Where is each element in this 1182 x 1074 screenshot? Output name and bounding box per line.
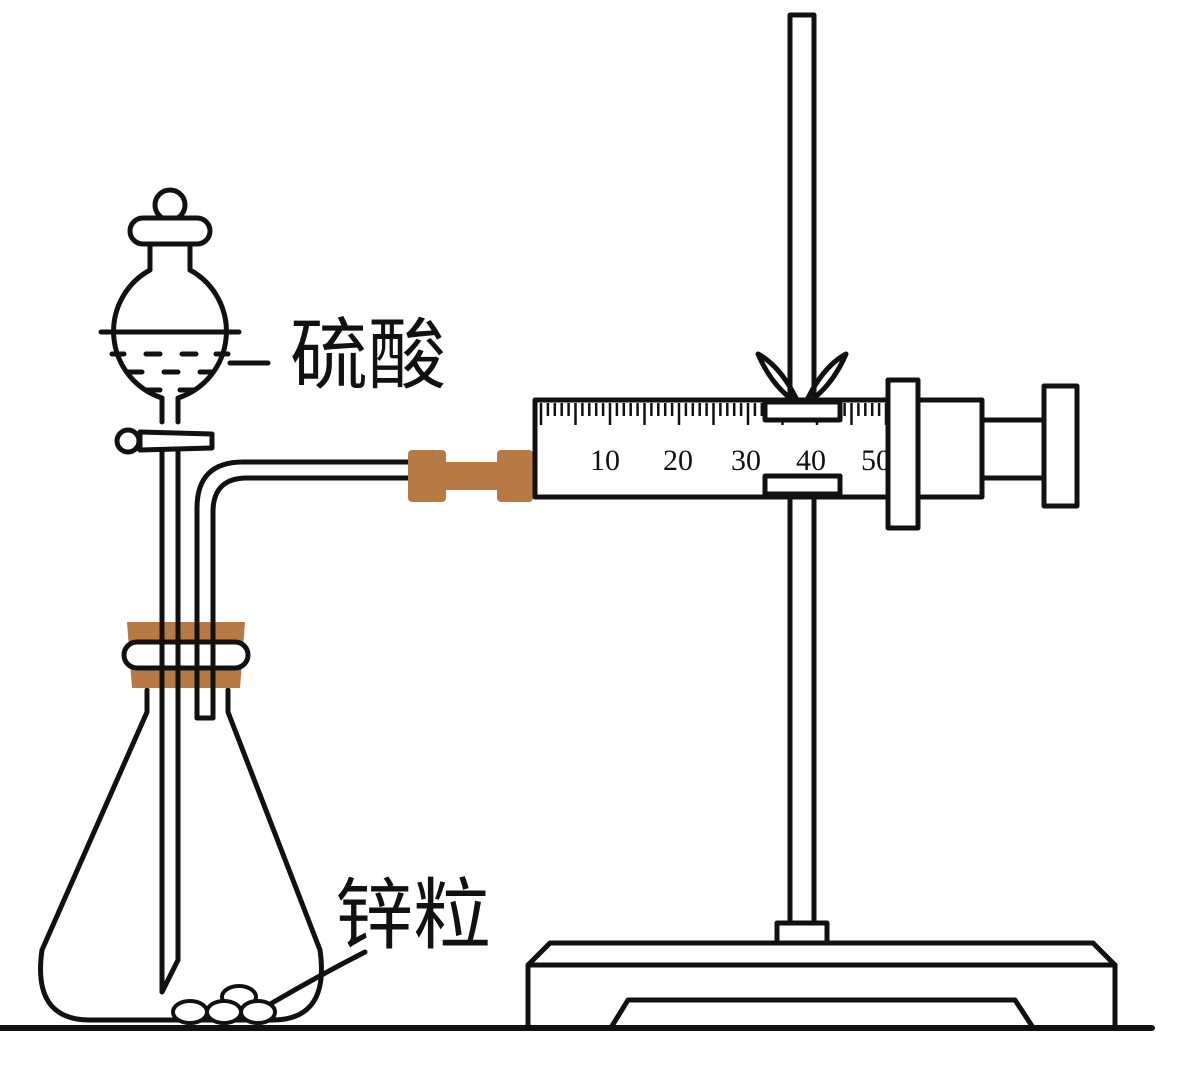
- scale-label-20: 20: [663, 444, 693, 477]
- scale-label-50: 50: [861, 444, 891, 477]
- label-zinc-granules: 锌粒: [335, 871, 491, 961]
- scale-label-30: 30: [731, 444, 761, 477]
- syringe-clamp: [755, 351, 849, 497]
- rod-foot: [774, 920, 830, 946]
- rubber-connector: [408, 450, 533, 502]
- scale-label-10: 10: [590, 444, 620, 477]
- scale-label-40: 40: [796, 444, 826, 477]
- barrel-flange: [885, 377, 921, 531]
- separatory-funnel: [98, 187, 242, 995]
- plunger-rod: [915, 397, 985, 500]
- rubber-stopper: [121, 622, 251, 688]
- zinc-granules: [171, 984, 277, 1025]
- label-sulfuric-acid: 硫酸: [290, 311, 446, 401]
- conical-flask: [38, 687, 324, 1023]
- plunger-thumb: [1041, 383, 1080, 509]
- iron-stand: [525, 12, 1118, 1029]
- syringe-scale-labels: 10 20 30 40 50: [590, 444, 891, 477]
- stand-base: [525, 940, 1118, 1029]
- acid-liquid: [109, 351, 231, 393]
- delivery-tube: [194, 459, 413, 721]
- zinc-leader-line: [269, 949, 368, 1006]
